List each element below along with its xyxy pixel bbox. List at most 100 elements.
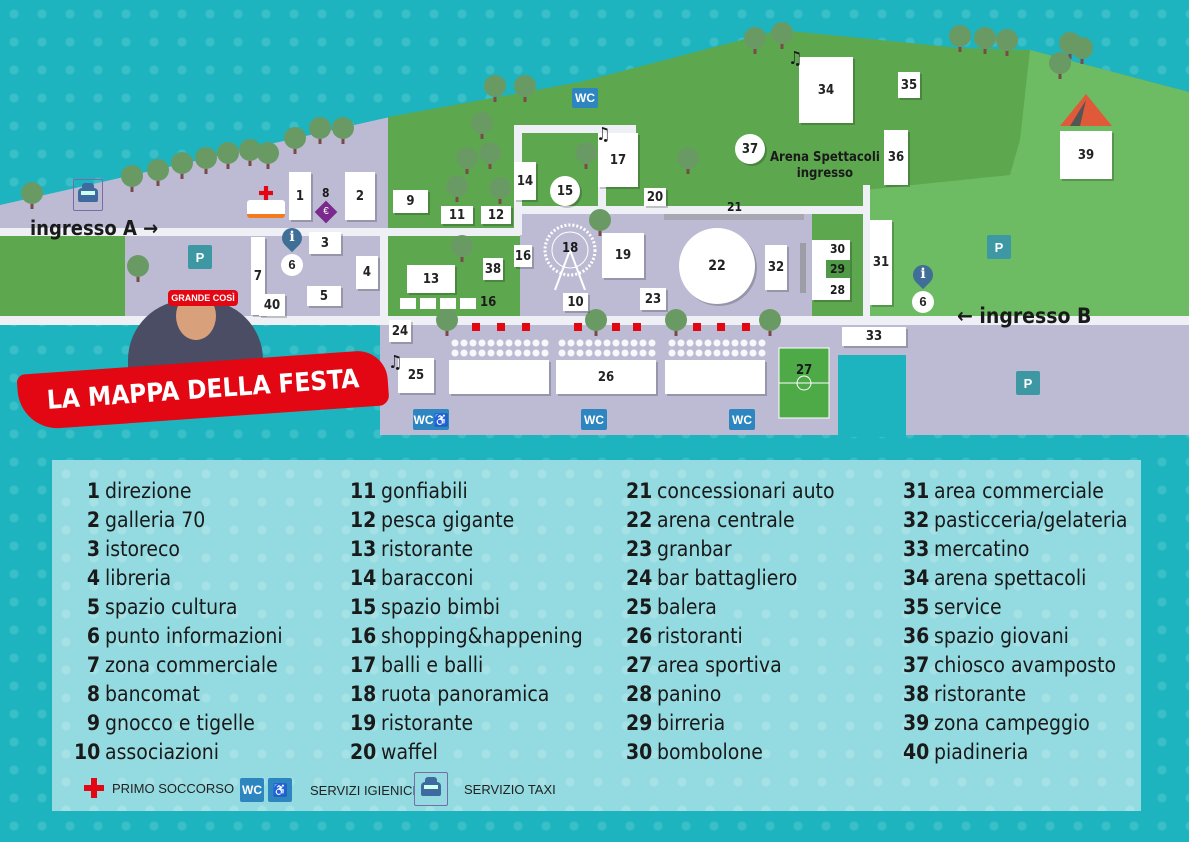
taxi-icon[interactable]	[73, 179, 103, 211]
wc-icon[interactable]: WC	[572, 88, 598, 108]
parking-icon[interactable]: P	[188, 245, 212, 269]
parking-icon[interactable]: P	[987, 235, 1011, 259]
marker-8[interactable]: 8	[322, 186, 330, 200]
marker-33[interactable]: 33	[842, 327, 906, 346]
tree-icon	[996, 29, 1018, 56]
marker-34[interactable]: 34	[799, 57, 853, 123]
legend-label: libreria	[105, 565, 172, 590]
marker-16-row[interactable]: 16	[480, 295, 497, 310]
marker-17[interactable]: 17	[598, 133, 638, 187]
umbrella-mark	[677, 339, 685, 347]
tree-icon	[489, 177, 511, 204]
tree-icon	[332, 117, 354, 144]
arena-entrance-label[interactable]: Arena Spettacoli ingresso	[770, 150, 880, 182]
marker-29[interactable]: 29	[830, 262, 846, 276]
entrance-a-label[interactable]: ingresso A →	[30, 216, 159, 240]
legend-number: 10	[74, 739, 101, 764]
wc-accessible-icon[interactable]: WC♿	[413, 409, 449, 430]
marker-28[interactable]: 28	[830, 283, 846, 297]
first-aid-icon[interactable]	[259, 186, 273, 200]
stall-marker	[633, 323, 641, 331]
legend-number: 2	[86, 507, 100, 532]
marker-25[interactable]: 25	[398, 358, 434, 393]
umbrella-mark	[478, 349, 486, 357]
music-icon: ♫	[388, 352, 403, 373]
marker-6: 6	[281, 254, 303, 276]
marker-14[interactable]: 14	[514, 162, 536, 200]
umbrella-mark	[668, 339, 676, 347]
marker-36[interactable]: 36	[884, 130, 908, 185]
legend-label: waffel	[381, 739, 438, 764]
marker-23[interactable]: 23	[640, 288, 666, 310]
marker-11[interactable]: 11	[441, 206, 473, 224]
marker-32[interactable]: 32	[765, 245, 787, 290]
marker-1[interactable]: 1	[289, 172, 311, 220]
tree-icon	[974, 27, 996, 54]
marker-35[interactable]: 35	[898, 72, 920, 98]
key-first-aid: PRIMO SOCCORSO	[84, 778, 234, 798]
wc-icon[interactable]: WC	[581, 409, 607, 430]
marker-26[interactable]: 26	[556, 360, 656, 394]
umbrella-mark	[585, 339, 593, 347]
umbrella-mark	[496, 339, 504, 347]
marker-19[interactable]: 19	[602, 233, 644, 278]
marker-18[interactable]: 18	[562, 241, 579, 256]
marker-2[interactable]: 2	[345, 172, 375, 220]
marker-15[interactable]: 15	[550, 176, 580, 206]
marker-3[interactable]: 3	[309, 232, 341, 254]
marker-10[interactable]: 10	[563, 293, 588, 311]
legend-label: piadineria	[934, 739, 1029, 764]
legend-label: spazio cultura	[105, 594, 238, 619]
tree-icon	[309, 117, 331, 144]
umbrella-mark	[731, 339, 739, 347]
parking-icon[interactable]: P	[1016, 371, 1040, 395]
umbrella-mark	[686, 339, 694, 347]
marker-21[interactable]: 21	[727, 200, 743, 214]
legend-number: 12	[350, 507, 377, 532]
umbrella-mark	[451, 339, 459, 347]
legend-number: 35	[903, 594, 930, 619]
marker-9[interactable]: 9	[393, 190, 428, 213]
umbrella-mark	[576, 349, 584, 357]
umbrella-mark	[648, 339, 656, 347]
marker-27[interactable]: 27	[796, 363, 813, 378]
marker-20[interactable]: 20	[644, 188, 666, 206]
marker-22[interactable]: 22	[679, 228, 755, 304]
wc-icon[interactable]: WC	[729, 409, 755, 430]
marker-40[interactable]: 40	[259, 294, 285, 316]
legend-number: 23	[626, 536, 653, 561]
tree-icon	[759, 309, 781, 336]
marker-5[interactable]: 5	[307, 286, 341, 306]
marker-13[interactable]: 13	[407, 265, 455, 293]
umbrella-mark	[758, 339, 766, 347]
marker-30[interactable]: 30	[830, 242, 846, 256]
legend-number: 36	[903, 623, 930, 648]
marker-28-30-block: 30 29 28	[812, 240, 850, 300]
marker-38[interactable]: 38	[483, 258, 503, 280]
marker-37[interactable]: 37	[735, 134, 765, 164]
marker-4[interactable]: 4	[356, 256, 378, 289]
legend-number: 7	[86, 652, 100, 677]
marker-31[interactable]: 31	[870, 220, 892, 305]
marker-24[interactable]: 24	[389, 320, 411, 342]
umbrella-mark	[514, 349, 522, 357]
tent-icon	[1060, 94, 1112, 126]
tree-icon	[195, 147, 217, 174]
entrance-b-label[interactable]: ← ingresso B	[957, 304, 1092, 328]
marker-39[interactable]: 39	[1060, 131, 1112, 179]
marker-12[interactable]: 12	[481, 206, 511, 224]
marker-16[interactable]: 16	[514, 245, 532, 267]
legend-label: birreria	[657, 710, 726, 735]
